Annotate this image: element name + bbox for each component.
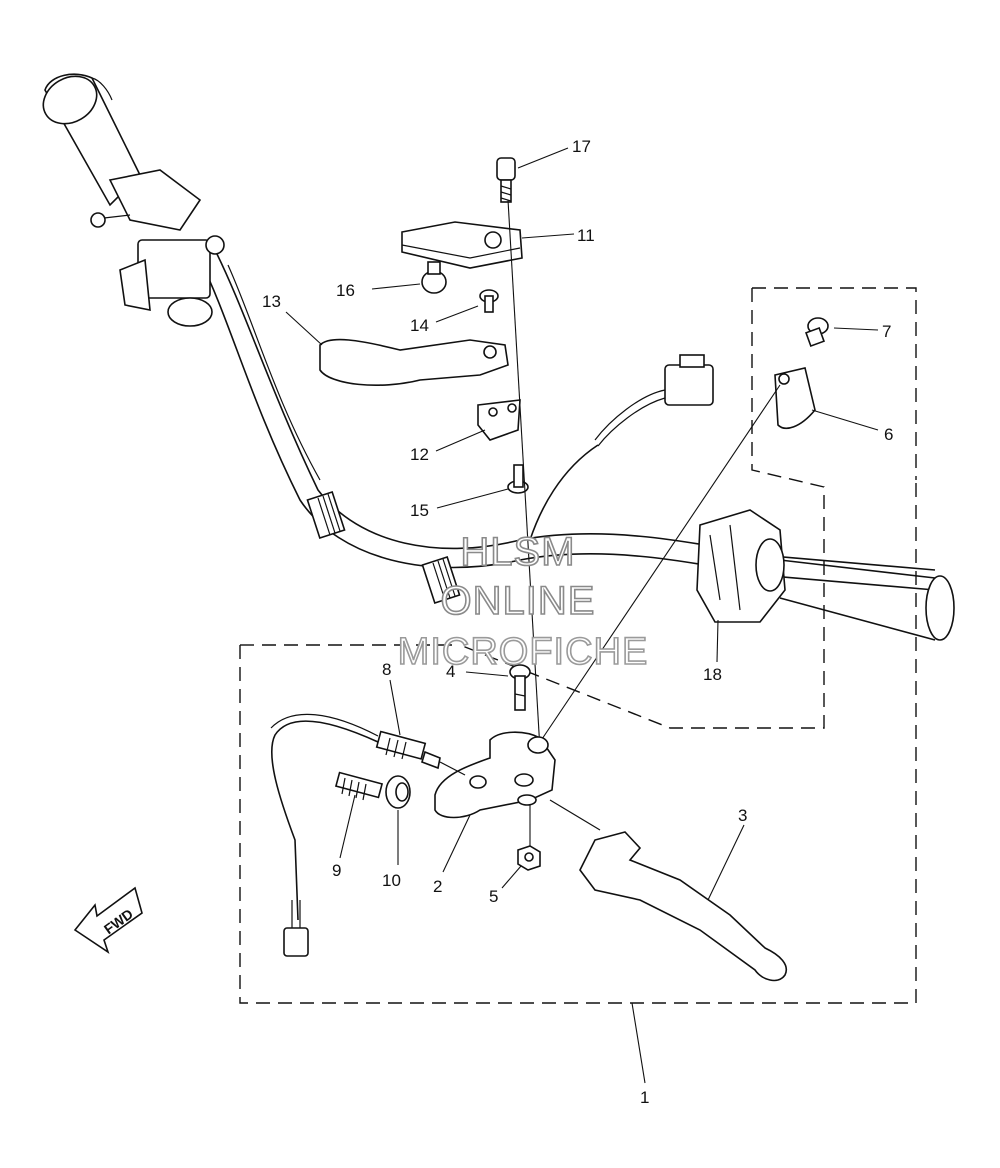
clamp-6 — [774, 367, 816, 429]
switch-plug — [283, 900, 309, 957]
label-part-6: 6 — [884, 425, 893, 444]
label-part-4: 4 — [446, 662, 455, 681]
lock-nut-10 — [385, 775, 411, 809]
clutch-lever-3 — [549, 799, 787, 982]
adjuster-bolt-9 — [334, 771, 384, 801]
clamp-leader — [537, 384, 781, 746]
screw-15 — [507, 464, 529, 494]
lever-holder-2 — [434, 731, 556, 819]
bolt-4 — [509, 664, 531, 711]
bolt-17 — [496, 157, 516, 203]
knob-16 — [421, 261, 447, 294]
label-part-3: 3 — [738, 806, 747, 825]
assembly-axis-line — [507, 199, 541, 751]
brake-master-cylinder — [90, 169, 225, 327]
label-part-10: 10 — [382, 871, 401, 890]
bolt-14 — [479, 289, 499, 313]
cable-adjuster-8 — [375, 730, 466, 776]
label-part-15: 15 — [410, 501, 429, 520]
label-part-1: 1 — [640, 1088, 649, 1107]
fwd-arrow-icon: FWD — [73, 886, 143, 954]
watermark-line-3: MICROFICHE — [398, 631, 649, 673]
label-part-5: 5 — [489, 887, 498, 906]
label-part-9: 9 — [332, 861, 341, 880]
clutch-cable — [271, 720, 379, 921]
label-part-2: 2 — [433, 877, 442, 896]
label-part-11: 11 — [577, 226, 595, 245]
clutch-cable-inner — [270, 713, 379, 737]
watermark-line-1: HLSM — [460, 530, 575, 574]
lever-switch-11 — [401, 221, 523, 269]
watermark: HLSM ONLINE MICROFICHE — [397, 529, 649, 674]
leader-lines — [285, 147, 879, 1084]
label-part-7: 7 — [882, 322, 891, 341]
plate-12 — [477, 399, 521, 441]
wire-connector — [529, 354, 714, 541]
handlebar — [42, 73, 955, 641]
assembly-box-6-7 — [459, 287, 917, 729]
lever-13 — [319, 338, 509, 386]
label-part-17: 17 — [572, 137, 591, 156]
label-part-8: 8 — [382, 660, 391, 679]
assembly-box-1 — [239, 480, 917, 1004]
label-part-14: 14 — [410, 316, 429, 335]
label-part-16: 16 — [336, 281, 355, 300]
label-part-18: 18 — [703, 665, 722, 684]
label-part-13: 13 — [262, 292, 281, 311]
watermark-line-2: ONLINE — [441, 579, 596, 623]
label-part-12: 12 — [410, 445, 429, 464]
screw-7 — [805, 317, 829, 347]
switch-assembly-18 — [696, 509, 786, 623]
